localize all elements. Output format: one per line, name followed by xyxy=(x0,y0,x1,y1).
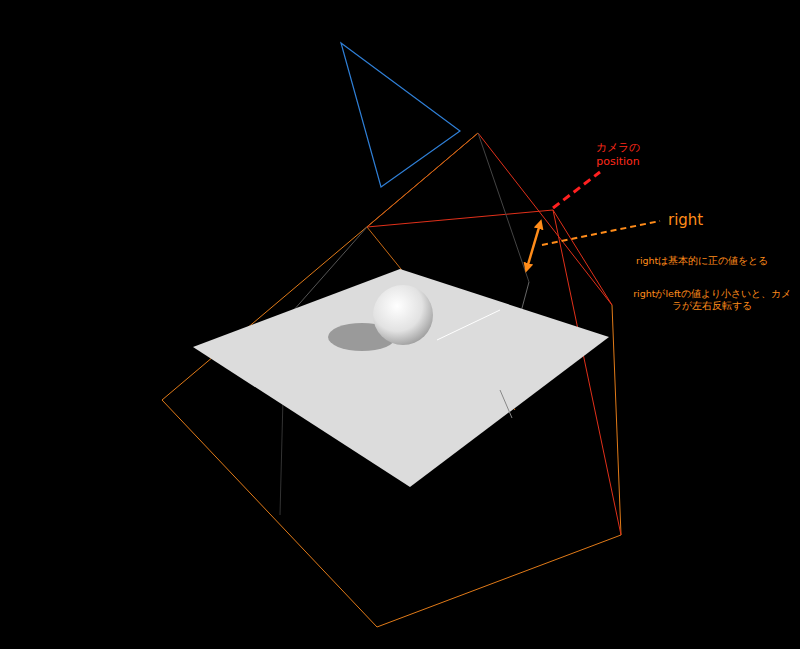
light-triangle xyxy=(341,43,460,187)
position-label: カメラの position xyxy=(585,141,651,170)
position-leader xyxy=(553,172,600,208)
note-text: rightがleftの値より小さいと、カメラが左右反転する xyxy=(633,288,791,313)
note-text: rightは基本的に正の値をとる xyxy=(636,255,796,267)
right-leader xyxy=(542,221,660,245)
ground-plane xyxy=(193,269,609,487)
right-label: right xyxy=(668,211,718,231)
right-arrow xyxy=(527,224,540,268)
axis-line xyxy=(437,310,500,340)
frustum-lines xyxy=(162,133,621,627)
sphere xyxy=(373,285,433,345)
frustum-line xyxy=(500,390,512,418)
